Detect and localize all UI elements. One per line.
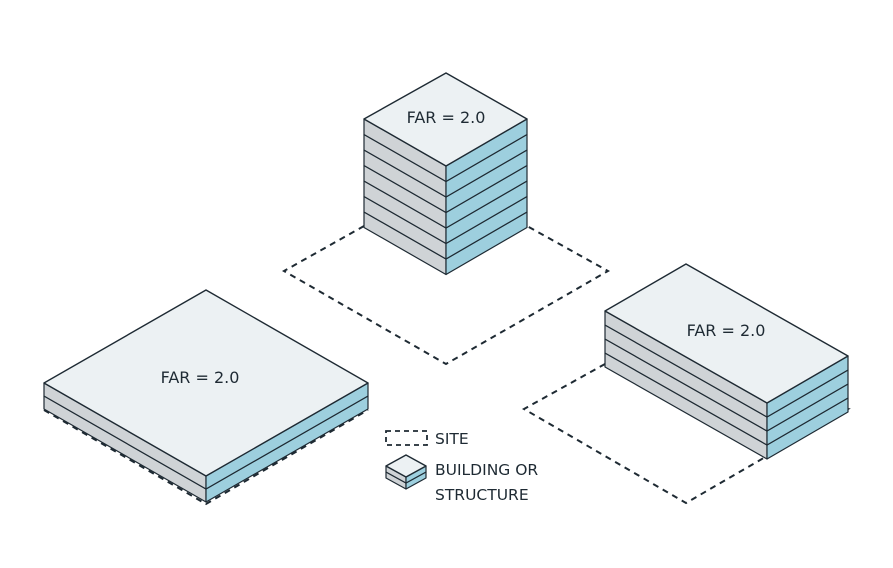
building-tower <box>363 72 528 276</box>
building-mid-far-label: FAR = 2.0 <box>687 321 766 340</box>
wide-site-outline <box>43 409 369 506</box>
legend-site-label: SITE <box>435 430 469 448</box>
legend-building-label-line1: BUILDING OR <box>435 461 538 479</box>
building-wide-far-label: FAR = 2.0 <box>161 368 240 387</box>
building-mid-roof <box>604 263 849 404</box>
building-mid <box>604 263 849 460</box>
building-tower-far-label: FAR = 2.0 <box>407 108 486 127</box>
mid-site-outline <box>521 362 851 505</box>
legend: SITE BUILDING OR STRUCTURE <box>385 430 538 504</box>
building-tower-roof <box>363 72 528 167</box>
legend-building-icon <box>385 454 427 490</box>
building-wide <box>43 289 369 503</box>
legend-building-label-line2: STRUCTURE <box>435 486 529 504</box>
building-wide-roof <box>43 289 369 477</box>
legend-site-icon <box>385 430 428 446</box>
